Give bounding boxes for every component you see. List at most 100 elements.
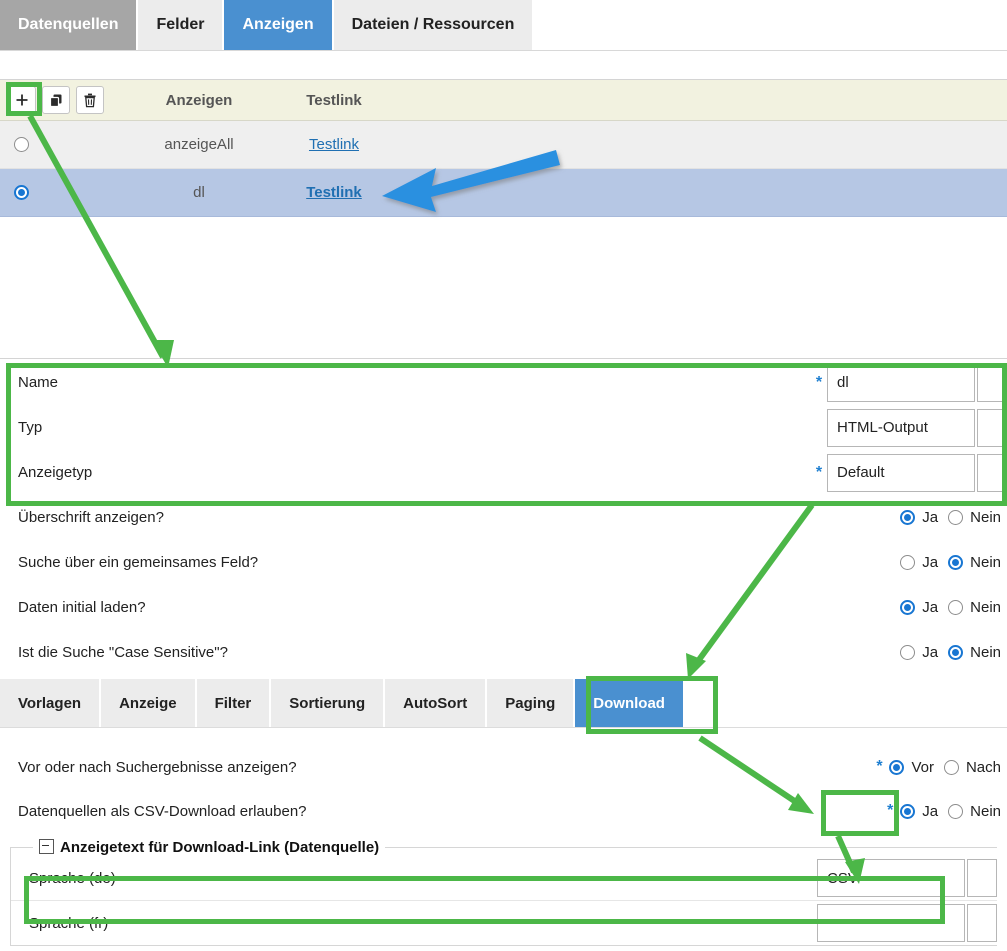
copy-button[interactable] xyxy=(42,86,70,114)
row-testlink-cell: Testlink xyxy=(274,136,394,153)
radio-selected-icon[interactable] xyxy=(900,803,916,819)
name-input[interactable]: dl xyxy=(827,363,975,402)
radio-label-ja: Ja xyxy=(922,599,939,616)
table-row[interactable]: anzeigeAll Testlink xyxy=(0,121,1007,169)
form-row-name: Name * dl xyxy=(0,360,1007,405)
tab-dateien-ressourcen[interactable]: Dateien / Ressourcen xyxy=(333,0,533,50)
required-star: * xyxy=(815,373,823,391)
radio-option-nein[interactable]: Nein xyxy=(948,599,1001,616)
typ-input[interactable]: HTML-Output xyxy=(827,408,975,447)
radio-unselected-icon[interactable] xyxy=(948,803,964,819)
subtab-paging[interactable]: Paging xyxy=(487,679,574,727)
radio-selected-icon[interactable] xyxy=(889,759,905,775)
radio-selected-icon[interactable] xyxy=(948,645,964,660)
testlink-link[interactable]: Testlink xyxy=(308,136,360,153)
radio-option-ja[interactable]: Ja xyxy=(900,644,938,661)
required-star: * xyxy=(815,463,823,481)
radio-option-nein[interactable]: Nein xyxy=(948,509,1001,526)
column-header-testlink: Testlink xyxy=(306,91,362,109)
radio-label-nein: Nein xyxy=(970,802,1001,820)
radio-label-ja: Ja xyxy=(922,509,939,526)
anzeigetyp-input-overflow[interactable] xyxy=(977,453,1007,492)
fieldset-legend-text: Anzeigetext für Download-Link (Datenquel… xyxy=(60,839,380,856)
radio-option-nein[interactable]: Nein xyxy=(948,554,1001,571)
subtab-vorlagen[interactable]: Vorlagen xyxy=(0,679,100,727)
label-csv-download-erlauben: Datenquellen als CSV-Download erlauben? xyxy=(18,802,307,820)
radio-unselected-icon[interactable] xyxy=(943,759,959,775)
subtab-autosort[interactable]: AutoSort xyxy=(385,679,486,727)
fieldset-legend: Anzeigetext für Download-Link (Datenquel… xyxy=(33,839,385,856)
tab-bar-divider xyxy=(0,50,1007,51)
radio-selected-icon[interactable] xyxy=(900,510,916,525)
label-name: Name xyxy=(18,374,59,391)
tab-felder[interactable]: Felder xyxy=(138,0,223,50)
radio-label-nein: Nein xyxy=(970,644,1001,661)
radio-label-ja: Ja xyxy=(922,554,939,571)
subtab-filter[interactable]: Filter xyxy=(196,679,270,727)
download-panel: Vor oder nach Suchergebnisse anzeigen? *… xyxy=(0,745,1007,946)
add-button[interactable] xyxy=(8,86,36,114)
tab-anzeigen[interactable]: Anzeigen xyxy=(224,0,332,50)
radio-label-vor: Vor xyxy=(911,758,934,776)
row-testlink-cell: Testlink xyxy=(274,184,394,201)
form-row-case-sensitive: Ist die Suche "Case Sensitive"? Ja Nein xyxy=(0,630,1007,675)
testlink-link[interactable]: Testlink xyxy=(306,184,362,201)
radio-group-vor-nach: Vor Nach xyxy=(887,759,1007,776)
radio-option-ja[interactable]: Ja xyxy=(900,599,938,616)
sprache-de-input-overflow[interactable] xyxy=(967,859,997,897)
label-sprache-fr: Sprache (fr) xyxy=(29,914,109,932)
radio-option-nach[interactable]: Nach xyxy=(943,759,1001,776)
radio-unselected-icon[interactable] xyxy=(13,137,29,152)
form-row-ueberschrift: Überschrift anzeigen? Ja Nein xyxy=(0,495,1007,540)
table-empty-area xyxy=(0,217,1007,358)
anzeigetyp-input[interactable]: Default xyxy=(827,453,975,492)
radio-option-nein[interactable]: Nein xyxy=(948,803,1001,820)
radio-label-ja: Ja xyxy=(922,644,939,661)
label-ueberschrift-anzeigen: Überschrift anzeigen? xyxy=(18,509,164,526)
radio-option-ja[interactable]: Ja xyxy=(900,509,938,526)
form-row-anzeigetyp: Anzeigetyp * Default xyxy=(0,450,1007,495)
radio-selected-icon[interactable] xyxy=(948,555,964,570)
label-typ: Typ xyxy=(18,419,43,436)
trash-icon xyxy=(84,93,96,107)
required-star: * xyxy=(876,758,883,775)
sprache-de-input[interactable]: CSV xyxy=(817,859,965,897)
language-row-de: Sprache (de) CSV xyxy=(11,856,997,901)
radio-unselected-icon[interactable] xyxy=(948,510,964,525)
table-header-row: Anzeigen Testlink xyxy=(0,80,1007,121)
download-link-text-fieldset: Anzeigetext für Download-Link (Datenquel… xyxy=(10,839,997,946)
label-daten-initial-laden: Daten initial laden? xyxy=(18,599,146,616)
radio-option-nein[interactable]: Nein xyxy=(948,644,1001,661)
radio-option-vor[interactable]: Vor xyxy=(889,759,934,776)
typ-input-overflow[interactable] xyxy=(977,408,1007,447)
subtab-sortierung[interactable]: Sortierung xyxy=(271,679,384,727)
subtab-anzeige[interactable]: Anzeige xyxy=(101,679,195,727)
copy-icon xyxy=(49,94,61,107)
tab-datenquellen[interactable]: Datenquellen xyxy=(0,0,137,50)
row-select-radio[interactable] xyxy=(0,185,42,200)
label-anzeigetyp: Anzeigetyp xyxy=(18,464,93,481)
radio-selected-icon[interactable] xyxy=(13,185,29,200)
row-select-radio[interactable] xyxy=(0,137,42,152)
radio-selected-icon[interactable] xyxy=(900,600,916,615)
collapse-icon[interactable] xyxy=(39,839,54,854)
subtab-download[interactable]: Download xyxy=(575,679,683,727)
radio-option-ja[interactable]: Ja xyxy=(900,803,938,820)
form-row-suche-feld: Suche über ein gemeinsames Feld? Ja Nein xyxy=(0,540,1007,585)
radio-unselected-icon[interactable] xyxy=(948,600,964,615)
row-name: anzeigeAll xyxy=(164,136,234,153)
secondary-tab-bar: Vorlagen Anzeige Filter Sortierung AutoS… xyxy=(0,679,1007,728)
download-row-vor-nach: Vor oder nach Suchergebnisse anzeigen? *… xyxy=(0,745,1007,789)
radio-unselected-icon[interactable] xyxy=(900,645,916,660)
radio-unselected-icon[interactable] xyxy=(900,555,916,570)
plus-icon xyxy=(16,94,28,106)
delete-button[interactable] xyxy=(76,86,104,114)
anzeige-form: Name * dl Typ * HTML-Output Anzeigetyp *… xyxy=(0,360,1007,675)
name-input-overflow[interactable] xyxy=(977,363,1007,402)
table-row[interactable]: dl Testlink xyxy=(0,169,1007,217)
required-star: * xyxy=(887,802,894,819)
sprache-fr-input-overflow[interactable] xyxy=(967,904,997,942)
sprache-fr-input[interactable] xyxy=(817,904,965,942)
row-name: dl xyxy=(193,184,205,201)
radio-option-ja[interactable]: Ja xyxy=(900,554,938,571)
